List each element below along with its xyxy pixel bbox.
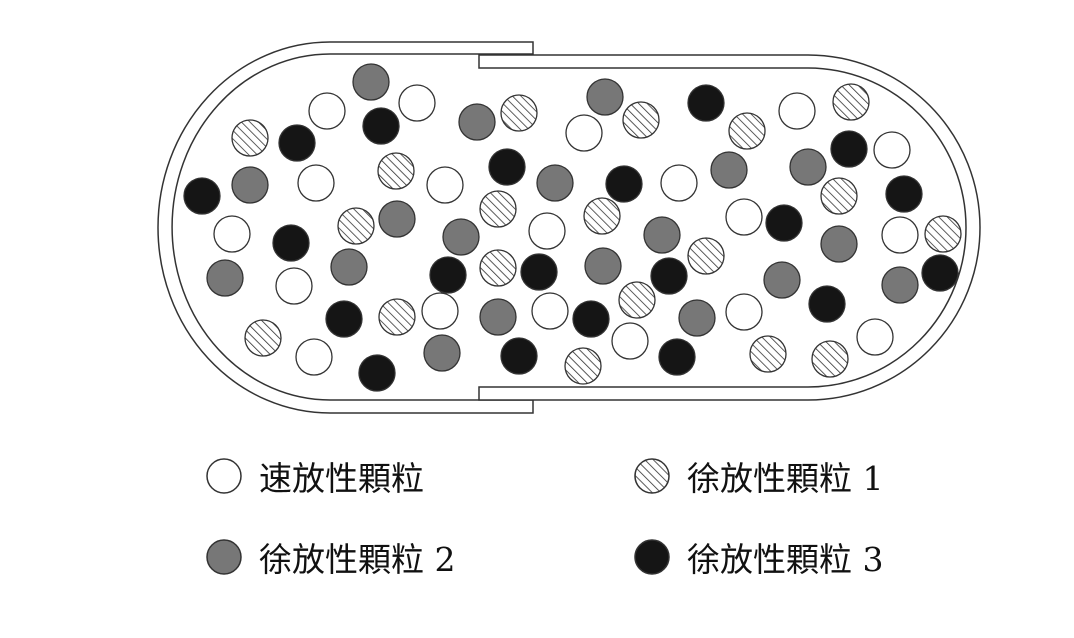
immediate-release-granule (881, 216, 919, 254)
sustained-release-3-granule (650, 257, 688, 295)
immediate-release-granule (213, 215, 251, 253)
immediate-release-granule (531, 292, 569, 330)
gray-circle-icon (206, 539, 242, 575)
sustained-release-2-granule (536, 164, 574, 202)
sustained-release-2-granule (643, 216, 681, 254)
sustained-release-3-granule (520, 253, 558, 291)
sustained-release-2-granule (330, 248, 368, 286)
legend-label: 徐放性顆粒 3 (687, 540, 884, 579)
immediate-release-granule (565, 114, 603, 152)
sustained-release-1-granule (832, 83, 870, 121)
immediate-release-granule (421, 292, 459, 330)
sustained-release-2-granule (881, 266, 919, 304)
immediate-release-granule (611, 322, 649, 360)
sustained-release-1-granule (749, 335, 787, 373)
sustained-release-3-granule (272, 224, 310, 262)
sustained-release-1-granule (622, 101, 660, 139)
sustained-release-3-granule (362, 107, 400, 145)
sustained-release-3-granule (325, 300, 363, 338)
sustained-release-3-granule (687, 84, 725, 122)
sustained-release-1-granule (500, 94, 538, 132)
immediate-release-granule (275, 267, 313, 305)
sustained-release-3-granule (830, 130, 868, 168)
sustained-release-2-granule (231, 166, 269, 204)
immediate-release-granule (308, 92, 346, 130)
sustained-release-2-granule (710, 151, 748, 189)
sustained-release-1-granule (924, 215, 962, 253)
sustained-release-3-granule (885, 175, 923, 213)
immediate-release-granule (297, 164, 335, 202)
legend-sustained-release-1: 徐放性顆粒 1 (633, 456, 884, 498)
sustained-release-1-granule (564, 347, 602, 385)
sustained-release-2-granule (820, 225, 858, 263)
sustained-release-2-granule (206, 259, 244, 297)
sustained-release-1-granule (728, 112, 766, 150)
immediate-release-granule (528, 212, 566, 250)
sustained-release-1-granule (378, 298, 416, 336)
immediate-release-granule (660, 164, 698, 202)
sustained-release-1-granule (618, 281, 656, 319)
capsule-cap (157, 41, 534, 414)
immediate-release-granule (873, 131, 911, 169)
sustained-release-3-granule (358, 354, 396, 392)
immediate-release-granule (725, 198, 763, 236)
sustained-release-3-granule (658, 338, 696, 376)
sustained-release-2-granule (423, 334, 461, 372)
legend-label: 速放性顆粒 (259, 459, 424, 498)
immediate-release-granule (856, 318, 894, 356)
sustained-release-1-granule (377, 152, 415, 190)
sustained-release-3-granule (429, 256, 467, 294)
sustained-release-3-granule (572, 300, 610, 338)
immediate-release-granule (725, 293, 763, 331)
white-circle-icon (206, 458, 242, 494)
sustained-release-3-granule (605, 165, 643, 203)
sustained-release-3-granule (921, 254, 959, 292)
black-circle-icon (634, 539, 670, 575)
immediate-release-granule (778, 92, 816, 130)
hatched-circle-icon (634, 458, 670, 494)
sustained-release-1-granule (687, 237, 725, 275)
sustained-release-3-granule (500, 337, 538, 375)
sustained-release-2-granule (442, 218, 480, 256)
sustained-release-2-granule (789, 148, 827, 186)
sustained-release-1-granule (479, 190, 517, 228)
sustained-release-2-granule (352, 63, 390, 101)
legend-immediate-release: 速放性顆粒 (205, 456, 424, 498)
sustained-release-2-granule (763, 261, 801, 299)
sustained-release-1-granule (479, 249, 517, 287)
sustained-release-1-granule (811, 340, 849, 378)
sustained-release-1-granule (820, 177, 858, 215)
sustained-release-2-granule (378, 200, 416, 238)
sustained-release-3-granule (488, 148, 526, 186)
sustained-release-3-granule (278, 124, 316, 162)
sustained-release-2-granule (678, 299, 716, 337)
immediate-release-granule (426, 166, 464, 204)
legend-label: 徐放性顆粒 1 (687, 459, 884, 498)
immediate-release-granule (398, 84, 436, 122)
immediate-release-granule (295, 338, 333, 376)
legend-sustained-release-3: 徐放性顆粒 3 (633, 537, 884, 579)
legend-sustained-release-2: 徐放性顆粒 2 (205, 537, 456, 579)
sustained-release-1-granule (583, 197, 621, 235)
sustained-release-3-granule (808, 285, 846, 323)
sustained-release-2-granule (479, 298, 517, 336)
sustained-release-1-granule (231, 119, 269, 157)
sustained-release-2-granule (458, 103, 496, 141)
sustained-release-3-granule (765, 204, 803, 242)
sustained-release-2-granule (586, 78, 624, 116)
sustained-release-3-granule (183, 177, 221, 215)
capsule-body (478, 54, 981, 401)
legend-label: 徐放性顆粒 2 (259, 540, 456, 579)
sustained-release-1-granule (244, 319, 282, 357)
sustained-release-2-granule (584, 247, 622, 285)
sustained-release-1-granule (337, 207, 375, 245)
